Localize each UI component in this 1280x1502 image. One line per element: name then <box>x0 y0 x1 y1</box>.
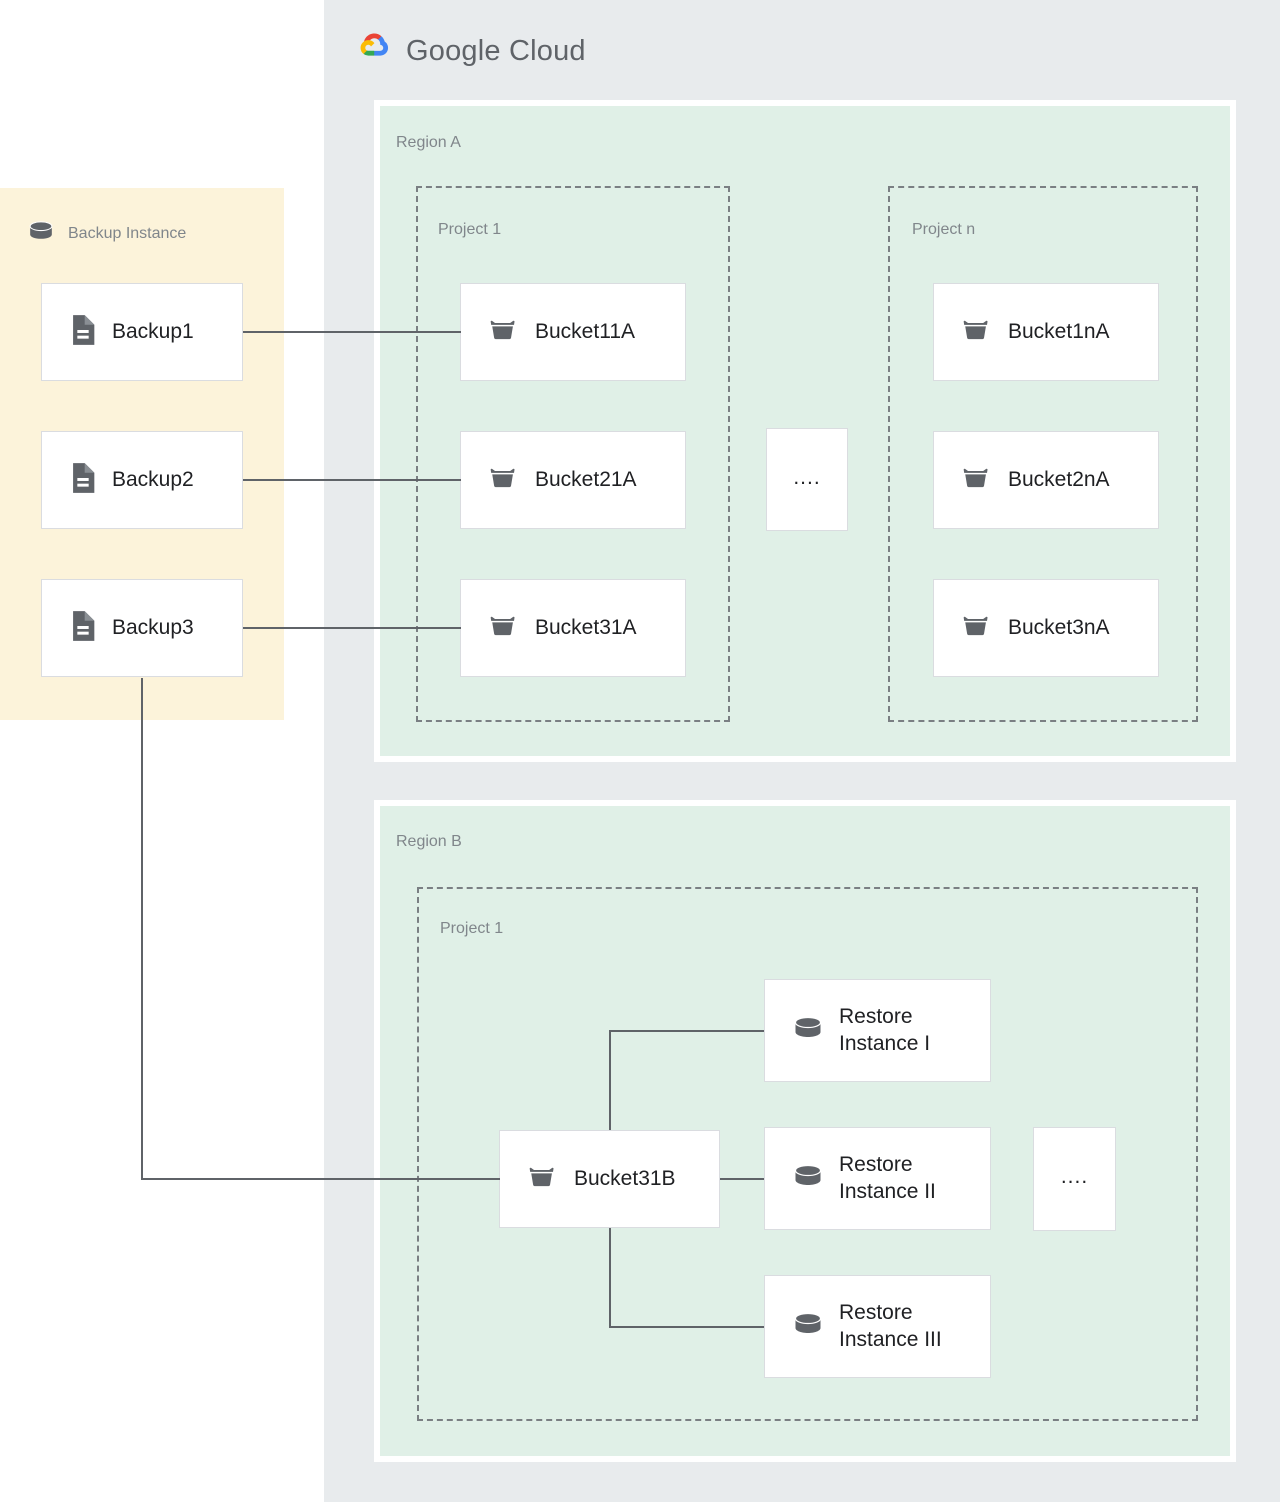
brand-cloud: Cloud <box>508 35 586 67</box>
bucket-node-bucket31b[interactable]: Bucket31B <box>499 1130 720 1228</box>
bucket-node-bucket3na[interactable]: Bucket3nA <box>933 579 1159 677</box>
database-cylinder-icon <box>791 1161 825 1196</box>
backup-node-backup2[interactable]: Backup2 <box>41 431 243 529</box>
region-a-project-n-label: Project n <box>912 221 976 238</box>
document-icon <box>68 609 98 648</box>
backup-label: Backup3 <box>112 615 194 639</box>
connector-backup3-to-bucket31b-horizontal <box>141 1178 500 1180</box>
bucket-label: Bucket31B <box>574 1166 676 1190</box>
bucket-node-bucket11a[interactable]: Bucket11A <box>460 283 686 381</box>
document-icon <box>68 313 98 352</box>
database-cylinder-icon <box>791 1309 825 1344</box>
bucket-icon <box>526 1160 560 1199</box>
backup-instance-title: Backup Instance <box>26 218 186 249</box>
region-a-project-1-label: Project 1 <box>438 221 502 238</box>
restore-instance-label: Restore Instance III <box>839 1300 942 1351</box>
database-cylinder-icon <box>26 218 56 249</box>
database-cylinder-icon <box>791 1013 825 1048</box>
restore-instance-label: Restore Instance I <box>839 1004 931 1055</box>
bucket-icon <box>487 461 521 500</box>
bucket-icon <box>960 313 994 352</box>
google-cloud-brand: Google Cloud <box>352 28 586 75</box>
bucket-label: Bucket21A <box>535 467 637 491</box>
brand-google: Google <box>406 35 501 67</box>
connector-bucket31b-to-restore-3 <box>609 1326 765 1328</box>
restore-instance-node-3[interactable]: Restore Instance III <box>764 1275 991 1378</box>
bucket-icon <box>487 313 521 352</box>
ellipsis-label: .... <box>793 465 821 489</box>
google-cloud-logo-icon <box>352 28 394 75</box>
region-a-project-n <box>888 186 1198 722</box>
bucket-icon <box>487 609 521 648</box>
restore-instance-label: Restore Instance II <box>839 1152 936 1203</box>
connector-backup3-to-bucket31b-vertical <box>141 678 143 1179</box>
bucket-icon <box>960 461 994 500</box>
bucket-label: Bucket2nA <box>1008 467 1110 491</box>
region-a-label: Region A <box>396 134 461 151</box>
document-icon <box>68 461 98 500</box>
connector-backup2-to-bucket21a <box>243 479 461 481</box>
bucket-label: Bucket31A <box>535 615 637 639</box>
region-a-ellipsis-box: .... <box>766 428 848 531</box>
bucket-label: Bucket1nA <box>1008 319 1110 343</box>
restore-instance-node-1[interactable]: Restore Instance I <box>764 979 991 1082</box>
bucket-node-bucket21a[interactable]: Bucket21A <box>460 431 686 529</box>
connector-bucket31b-to-restore-2 <box>719 1178 765 1180</box>
backup-node-backup1[interactable]: Backup1 <box>41 283 243 381</box>
backup-label: Backup1 <box>112 319 194 343</box>
bucket-icon <box>960 609 994 648</box>
backup-node-backup3[interactable]: Backup3 <box>41 579 243 677</box>
backup-instance-title-label: Backup Instance <box>68 224 187 242</box>
region-a-project-1 <box>416 186 730 722</box>
bucket-node-bucket2na[interactable]: Bucket2nA <box>933 431 1159 529</box>
region-b-label: Region B <box>396 833 462 850</box>
bucket-node-bucket31a[interactable]: Bucket31A <box>460 579 686 677</box>
bucket-node-bucket1na[interactable]: Bucket1nA <box>933 283 1159 381</box>
ellipsis-label: .... <box>1060 1165 1089 1188</box>
connector-bucket31b-to-restore-1 <box>609 1030 765 1032</box>
connector-backup3-to-bucket31a <box>243 627 461 629</box>
restore-instance-node-2[interactable]: Restore Instance II <box>764 1127 991 1230</box>
bucket-label: Bucket11A <box>535 319 636 343</box>
region-b-ellipsis-box: .... <box>1033 1127 1116 1231</box>
region-b-project-1 <box>417 887 1198 1421</box>
backup-label: Backup2 <box>112 467 194 491</box>
connector-backup1-to-bucket11a <box>243 331 461 333</box>
bucket-label: Bucket3nA <box>1008 615 1110 639</box>
google-cloud-wordmark: Google Cloud <box>406 35 586 68</box>
region-b-project-1-label: Project 1 <box>440 920 504 937</box>
